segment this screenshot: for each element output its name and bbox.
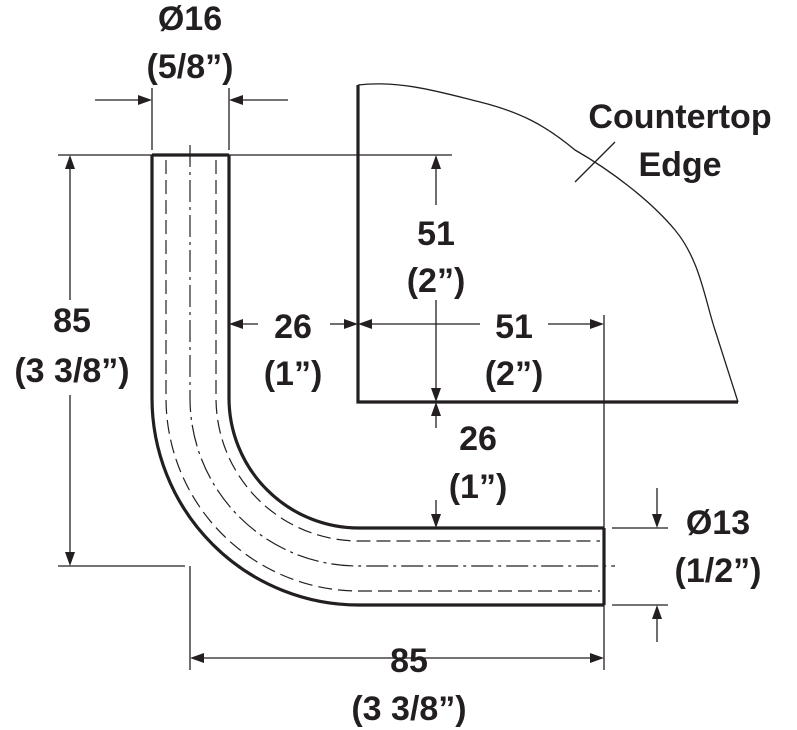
end-diameter-label: Ø13: [686, 504, 750, 542]
extension-lines: [58, 88, 668, 670]
vertical-gap-26-inch-label: (1”): [449, 468, 508, 506]
horizontal-51-inch-label: (2”): [485, 355, 544, 393]
height-85-label: 85: [53, 302, 91, 340]
vertical-51-label: 51: [417, 215, 455, 253]
width-85-inch-label: (3 3/8”): [351, 690, 466, 728]
gap-26-inch-label: (1”): [264, 355, 323, 393]
pipe-diameter-inch-label: (5/8”): [147, 48, 234, 86]
vertical-gap-26-label: 26: [459, 420, 497, 458]
pipe-bore-hidden-lines: [165, 160, 600, 592]
countertop-label-line1: Countertop: [588, 98, 771, 136]
countertop-outline: [356, 83, 739, 404]
height-85-inch-label: (3 3/8”): [14, 352, 129, 390]
width-85-label: 85: [390, 642, 428, 680]
gap-26-label: 26: [274, 308, 312, 346]
horizontal-51-label: 51: [495, 308, 533, 346]
dimension-labels: Ø16 (5/8”) Countertop Edge 51 (2”) 85 (3…: [14, 0, 771, 728]
dimension-lines: [65, 95, 662, 663]
pipe-centerline: [189, 145, 615, 670]
end-diameter-inch-label: (1/2”): [675, 552, 762, 590]
pipe-diameter-label: Ø16: [158, 0, 222, 38]
countertop-leader: [574, 141, 616, 183]
vertical-51-inch-label: (2”): [407, 262, 466, 300]
countertop-label-line2: Edge: [638, 146, 721, 184]
